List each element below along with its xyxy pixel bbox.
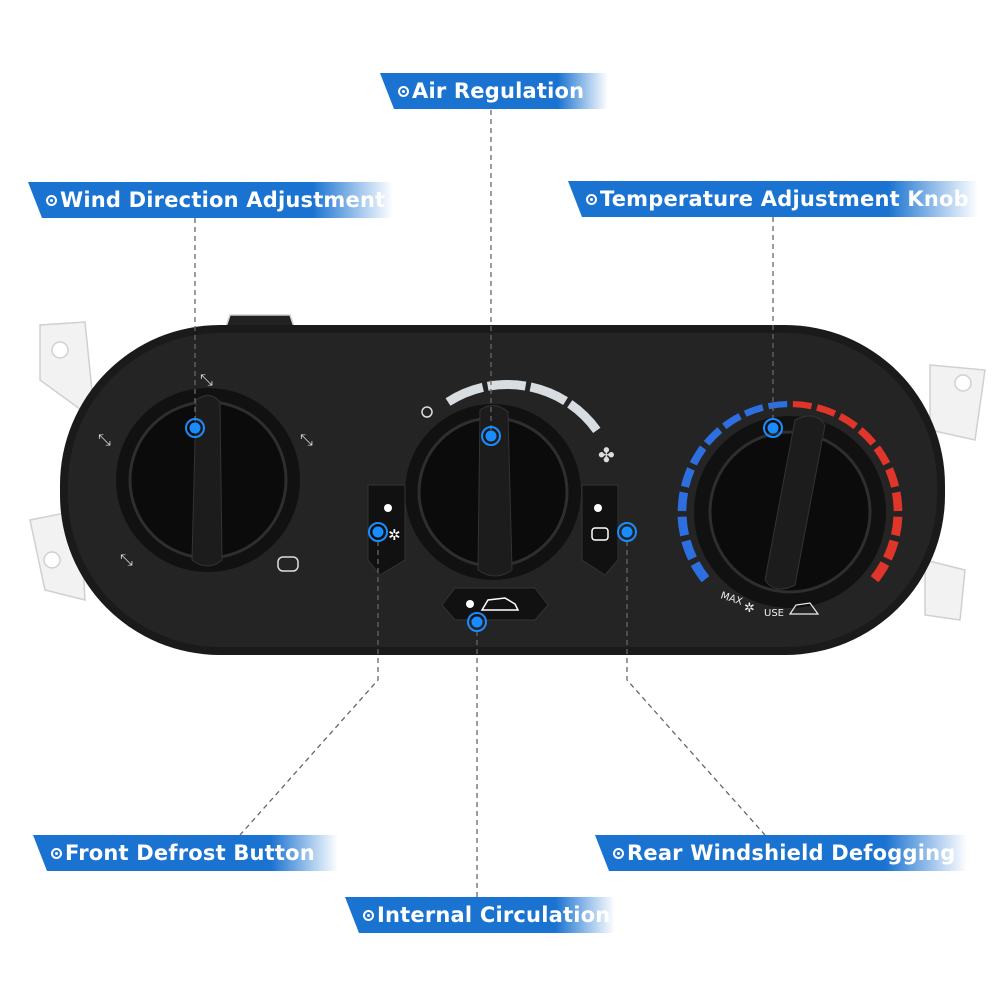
temperature-scale-segment bbox=[680, 467, 695, 488]
temperature-scale-segment bbox=[883, 539, 899, 561]
temperature-knob[interactable] bbox=[694, 415, 886, 608]
vent-mixed-icon: ⤡ bbox=[300, 430, 313, 449]
internal-circulation-button[interactable] bbox=[441, 587, 549, 621]
temperature-scale-segment bbox=[681, 539, 697, 561]
temperature-scale-segment bbox=[703, 427, 723, 446]
label-internal-circulation: Internal Circulation bbox=[345, 897, 615, 933]
label-front-defrost: Front Defrost Button bbox=[33, 835, 338, 871]
vent-face-icon: ⤡ bbox=[200, 370, 213, 389]
temperature-scale-segment bbox=[792, 400, 813, 410]
temperature-scale-segment bbox=[891, 516, 903, 537]
label-text: Rear Windshield Defogging bbox=[627, 841, 956, 865]
bullet-icon bbox=[51, 847, 62, 859]
temperature-scale-segment bbox=[677, 516, 689, 537]
label-text: Wind Direction Adjustment bbox=[60, 188, 386, 212]
callout-markers bbox=[185, 418, 783, 632]
temperature-scale-segment bbox=[870, 561, 890, 583]
fan-off-icon bbox=[421, 406, 433, 418]
temperature-scale-segment bbox=[743, 404, 764, 417]
rear-defog-button[interactable] bbox=[581, 484, 619, 576]
temperature-scale-segment bbox=[891, 491, 903, 512]
temperature-scale-segment bbox=[767, 400, 788, 410]
defrost-icon bbox=[277, 556, 299, 572]
temperature-scale-segment bbox=[838, 413, 858, 430]
label-air-regulation: Air Regulation bbox=[380, 73, 608, 109]
use-text: USE bbox=[764, 608, 784, 619]
temperature-scale-segment bbox=[722, 413, 742, 430]
label-text: Temperature Adjustment Knob bbox=[600, 187, 969, 211]
label-wind-direction: Wind Direction Adjustment bbox=[28, 182, 393, 218]
temperature-scale-segment bbox=[677, 491, 689, 512]
label-text: Internal Circulation bbox=[377, 903, 611, 927]
temperature-scale-segment bbox=[885, 467, 900, 488]
temperature-scale-segment bbox=[857, 427, 877, 446]
use-recirc-icon bbox=[788, 602, 820, 615]
wind-direction-knob[interactable] bbox=[116, 388, 300, 572]
bullet-icon bbox=[398, 85, 409, 97]
label-text: Air Regulation bbox=[412, 79, 585, 103]
label-temperature: Temperature Adjustment Knob bbox=[568, 181, 978, 217]
vent-bilevel-icon: ⤡ bbox=[98, 430, 111, 449]
recirculation-icon bbox=[480, 597, 520, 611]
vent-floor-icon: ⤡ bbox=[120, 550, 133, 569]
leader-lines bbox=[194, 110, 774, 897]
air-regulation-knob[interactable] bbox=[405, 404, 581, 580]
rear-defrost-icon bbox=[591, 527, 609, 541]
fan-speed-scale bbox=[445, 380, 602, 435]
label-text: Front Defrost Button bbox=[65, 841, 315, 865]
temperature-scale-segment bbox=[690, 561, 710, 583]
temperature-scale bbox=[677, 400, 903, 583]
ac-snowflake-icon: ✲ bbox=[388, 526, 401, 544]
max-ac-icon: ✲ bbox=[744, 601, 755, 616]
bullet-icon bbox=[586, 193, 597, 205]
bullet-icon bbox=[46, 194, 57, 206]
temperature-scale-segment bbox=[689, 445, 707, 466]
bullet-icon bbox=[363, 909, 374, 921]
fan-icon: ✤ bbox=[598, 443, 615, 467]
label-rear-defogging: Rear Windshield Defogging bbox=[595, 835, 967, 871]
bullet-icon bbox=[613, 847, 624, 859]
temperature-scale-segment bbox=[873, 445, 891, 466]
temperature-scale-segment bbox=[816, 404, 837, 417]
